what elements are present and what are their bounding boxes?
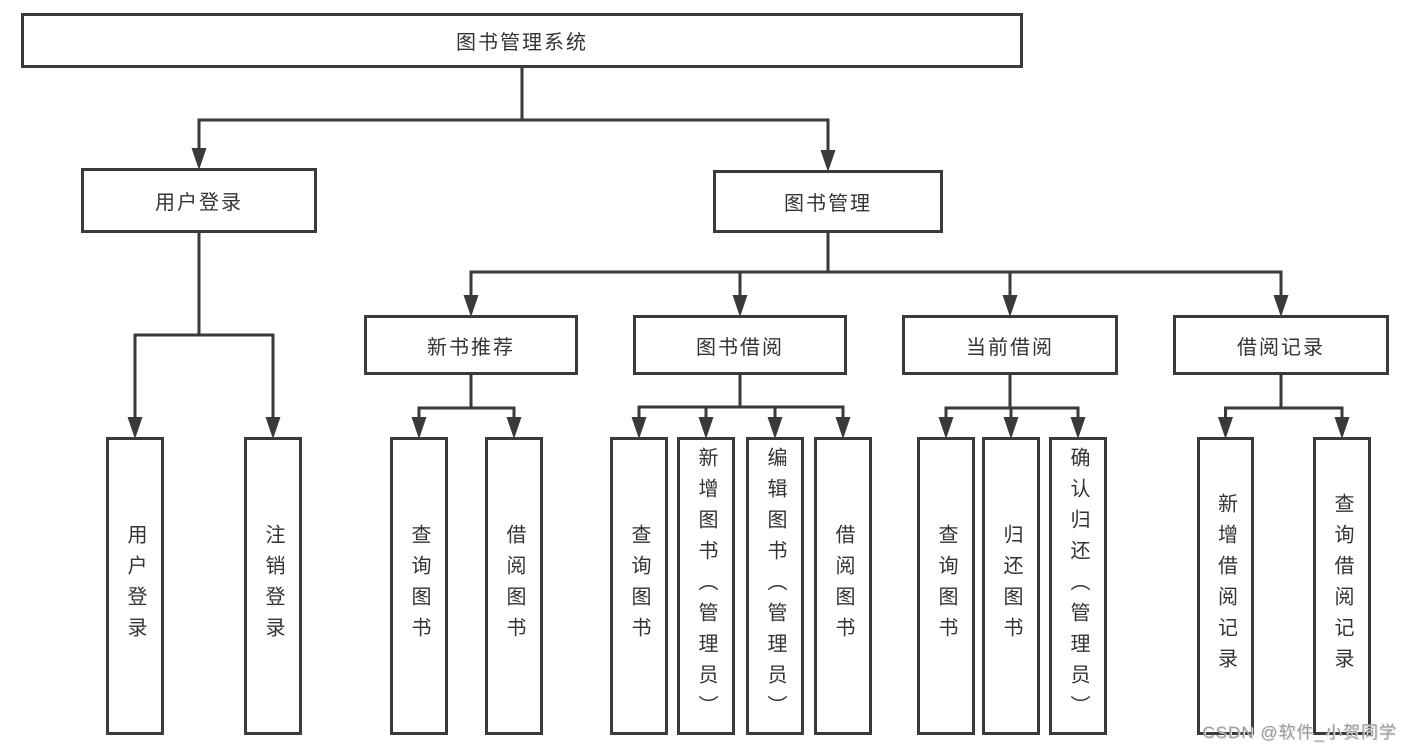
arrowhead-down [191,148,207,170]
arrowhead-down [698,417,714,439]
node-logout: 注销登录 [244,437,302,735]
arrowhead-down [265,417,281,439]
node-rec-borrow: 借阅图书 [485,437,543,735]
node-label-cb-query: 查询图书 [935,524,957,648]
arrowhead-down [938,417,954,439]
node-book-borrow: 图书借阅 [633,315,847,375]
node-label-bb-add: 新增图书（管理员） [695,446,717,726]
node-label-bb-query: 查询图书 [628,524,650,648]
node-bb-borrow: 借阅图书 [814,437,872,735]
arrowhead-down [631,417,647,439]
node-label-rec-borrow: 借阅图书 [503,524,525,648]
node-user-login: 用户登录 [81,168,317,233]
node-label-current-borrow: 当前借阅 [966,336,1054,359]
arrowhead-down [1218,417,1233,439]
node-label-root: 图书管理系统 [456,32,588,54]
arrowhead-down [767,417,783,439]
node-label-cb-confirm: 确认归还（管理员） [1067,446,1089,726]
node-label-new-book-rec: 新书推荐 [427,336,515,359]
arrowhead-down [463,295,479,317]
node-label-book-borrow: 图书借阅 [696,336,784,359]
node-label-bb-edit: 编辑图书（管理员） [764,446,786,726]
arrowhead-down [127,417,143,439]
node-br-query: 查询借阅记录 [1313,437,1371,735]
node-book-mgmt: 图书管理 [713,170,943,233]
node-bb-edit: 编辑图书（管理员） [746,437,804,735]
arrowhead-down [506,417,522,439]
node-label-logout: 注销登录 [262,524,284,648]
arrowhead-down [1003,417,1019,439]
node-label-user-login: 用户登录 [155,192,243,214]
node-current-borrow: 当前借阅 [902,315,1118,375]
node-cb-return: 归还图书 [982,437,1040,735]
node-label-bb-borrow: 借阅图书 [832,524,854,648]
node-cb-query: 查询图书 [917,437,975,735]
node-label-br-query: 查询借阅记录 [1331,493,1353,679]
node-cb-confirm: 确认归还（管理员） [1049,437,1107,735]
node-borrow-record: 借阅记录 [1173,315,1389,375]
node-label-login: 用户登录 [124,524,146,648]
arrowhead-down [820,150,836,172]
node-br-add: 新增借阅记录 [1197,437,1254,735]
arrowhead-down [1273,295,1289,317]
node-login: 用户登录 [106,437,164,735]
node-label-br-add: 新增借阅记录 [1214,493,1237,679]
arrowhead-down [411,417,427,439]
node-label-rec-query: 查询图书 [408,524,430,648]
node-bb-add: 新增图书（管理员） [677,437,735,735]
arrowhead-down [1334,417,1350,439]
arrowhead-down [1070,417,1086,439]
node-root: 图书管理系统 [21,13,1023,68]
node-bb-query: 查询图书 [610,437,668,735]
node-label-cb-return: 归还图书 [1000,524,1022,648]
node-new-book-rec: 新书推荐 [364,315,578,375]
node-label-book-mgmt: 图书管理 [784,193,872,215]
watermark: CSDN @软件_小贺同学 [1202,723,1397,742]
arrowhead-down [1002,295,1018,317]
arrowhead-down [732,295,748,317]
node-rec-query: 查询图书 [390,437,448,735]
node-label-borrow-record: 借阅记录 [1237,336,1325,359]
arrowhead-down [835,417,851,439]
